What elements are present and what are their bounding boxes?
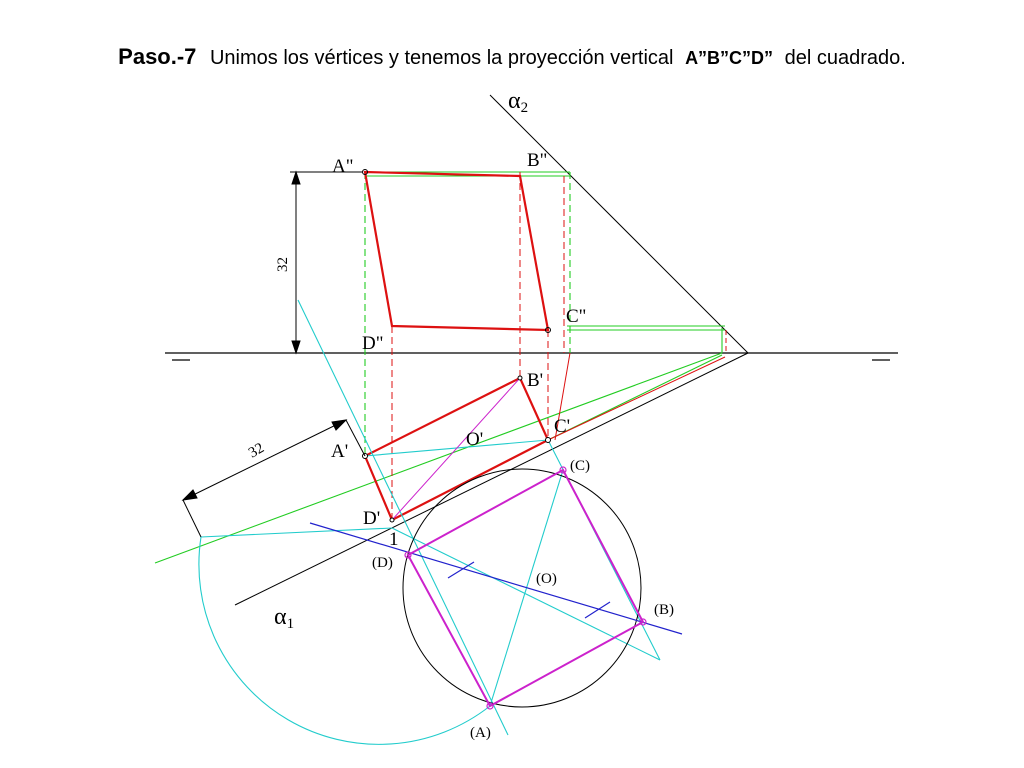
horizontal-vertex-marks bbox=[362, 375, 551, 523]
label-a-rebatted: (A) bbox=[470, 725, 491, 741]
blue-cross-mark-1 bbox=[447, 561, 475, 579]
label-b2: B" bbox=[527, 150, 547, 171]
point-c2 bbox=[545, 327, 551, 333]
rebate-circle bbox=[402, 468, 642, 708]
label-d-rebatted: (D) bbox=[372, 555, 393, 571]
label-c-rebatted: (C) bbox=[570, 458, 590, 474]
alpha2-trace bbox=[489, 94, 749, 354]
blue-axis-line bbox=[309, 522, 683, 635]
magenta-diagonal bbox=[391, 377, 521, 521]
vertical-projection-square bbox=[363, 170, 550, 332]
oblique-dimension bbox=[181, 419, 366, 538]
title-text-before: Unimos los vértices y tenemos la proyecc… bbox=[209, 47, 674, 69]
step-label: Paso.-7 bbox=[118, 44, 197, 69]
blue-cross-mark-2 bbox=[584, 601, 611, 619]
label-point-1: 1 bbox=[389, 529, 399, 550]
alpha1-trace bbox=[234, 352, 749, 606]
label-c1: C' bbox=[554, 416, 570, 437]
label-o-rebatted: (O) bbox=[536, 571, 557, 587]
title-text-after: del cuadrado. bbox=[784, 47, 906, 69]
label-d1: D' bbox=[363, 508, 380, 529]
label-b1: B' bbox=[527, 370, 543, 391]
dimension-oblique-value: 32 bbox=[246, 440, 267, 461]
label-d2: D" bbox=[362, 333, 383, 354]
label-o1: O' bbox=[466, 429, 483, 450]
point-a2 bbox=[362, 169, 368, 175]
label-b-rebatted: (B) bbox=[654, 602, 674, 618]
projection-name: A”B”C”D” bbox=[685, 48, 774, 68]
dimension-vertical-value: 32 bbox=[275, 257, 291, 272]
rebatted-vertex-marks bbox=[404, 466, 647, 710]
label-alpha2: α2 bbox=[508, 88, 528, 116]
label-alpha1: α1 bbox=[274, 604, 294, 632]
label-a1: A' bbox=[331, 441, 348, 462]
rebatted-square bbox=[406, 468, 645, 708]
slide-title: Paso.-7 Unimos los vértices y tenemos la… bbox=[0, 44, 1024, 70]
label-a2: A" bbox=[332, 156, 353, 177]
vertical-dimension bbox=[290, 170, 362, 355]
red-projection-lines bbox=[391, 172, 727, 520]
label-c2: C" bbox=[566, 306, 586, 327]
